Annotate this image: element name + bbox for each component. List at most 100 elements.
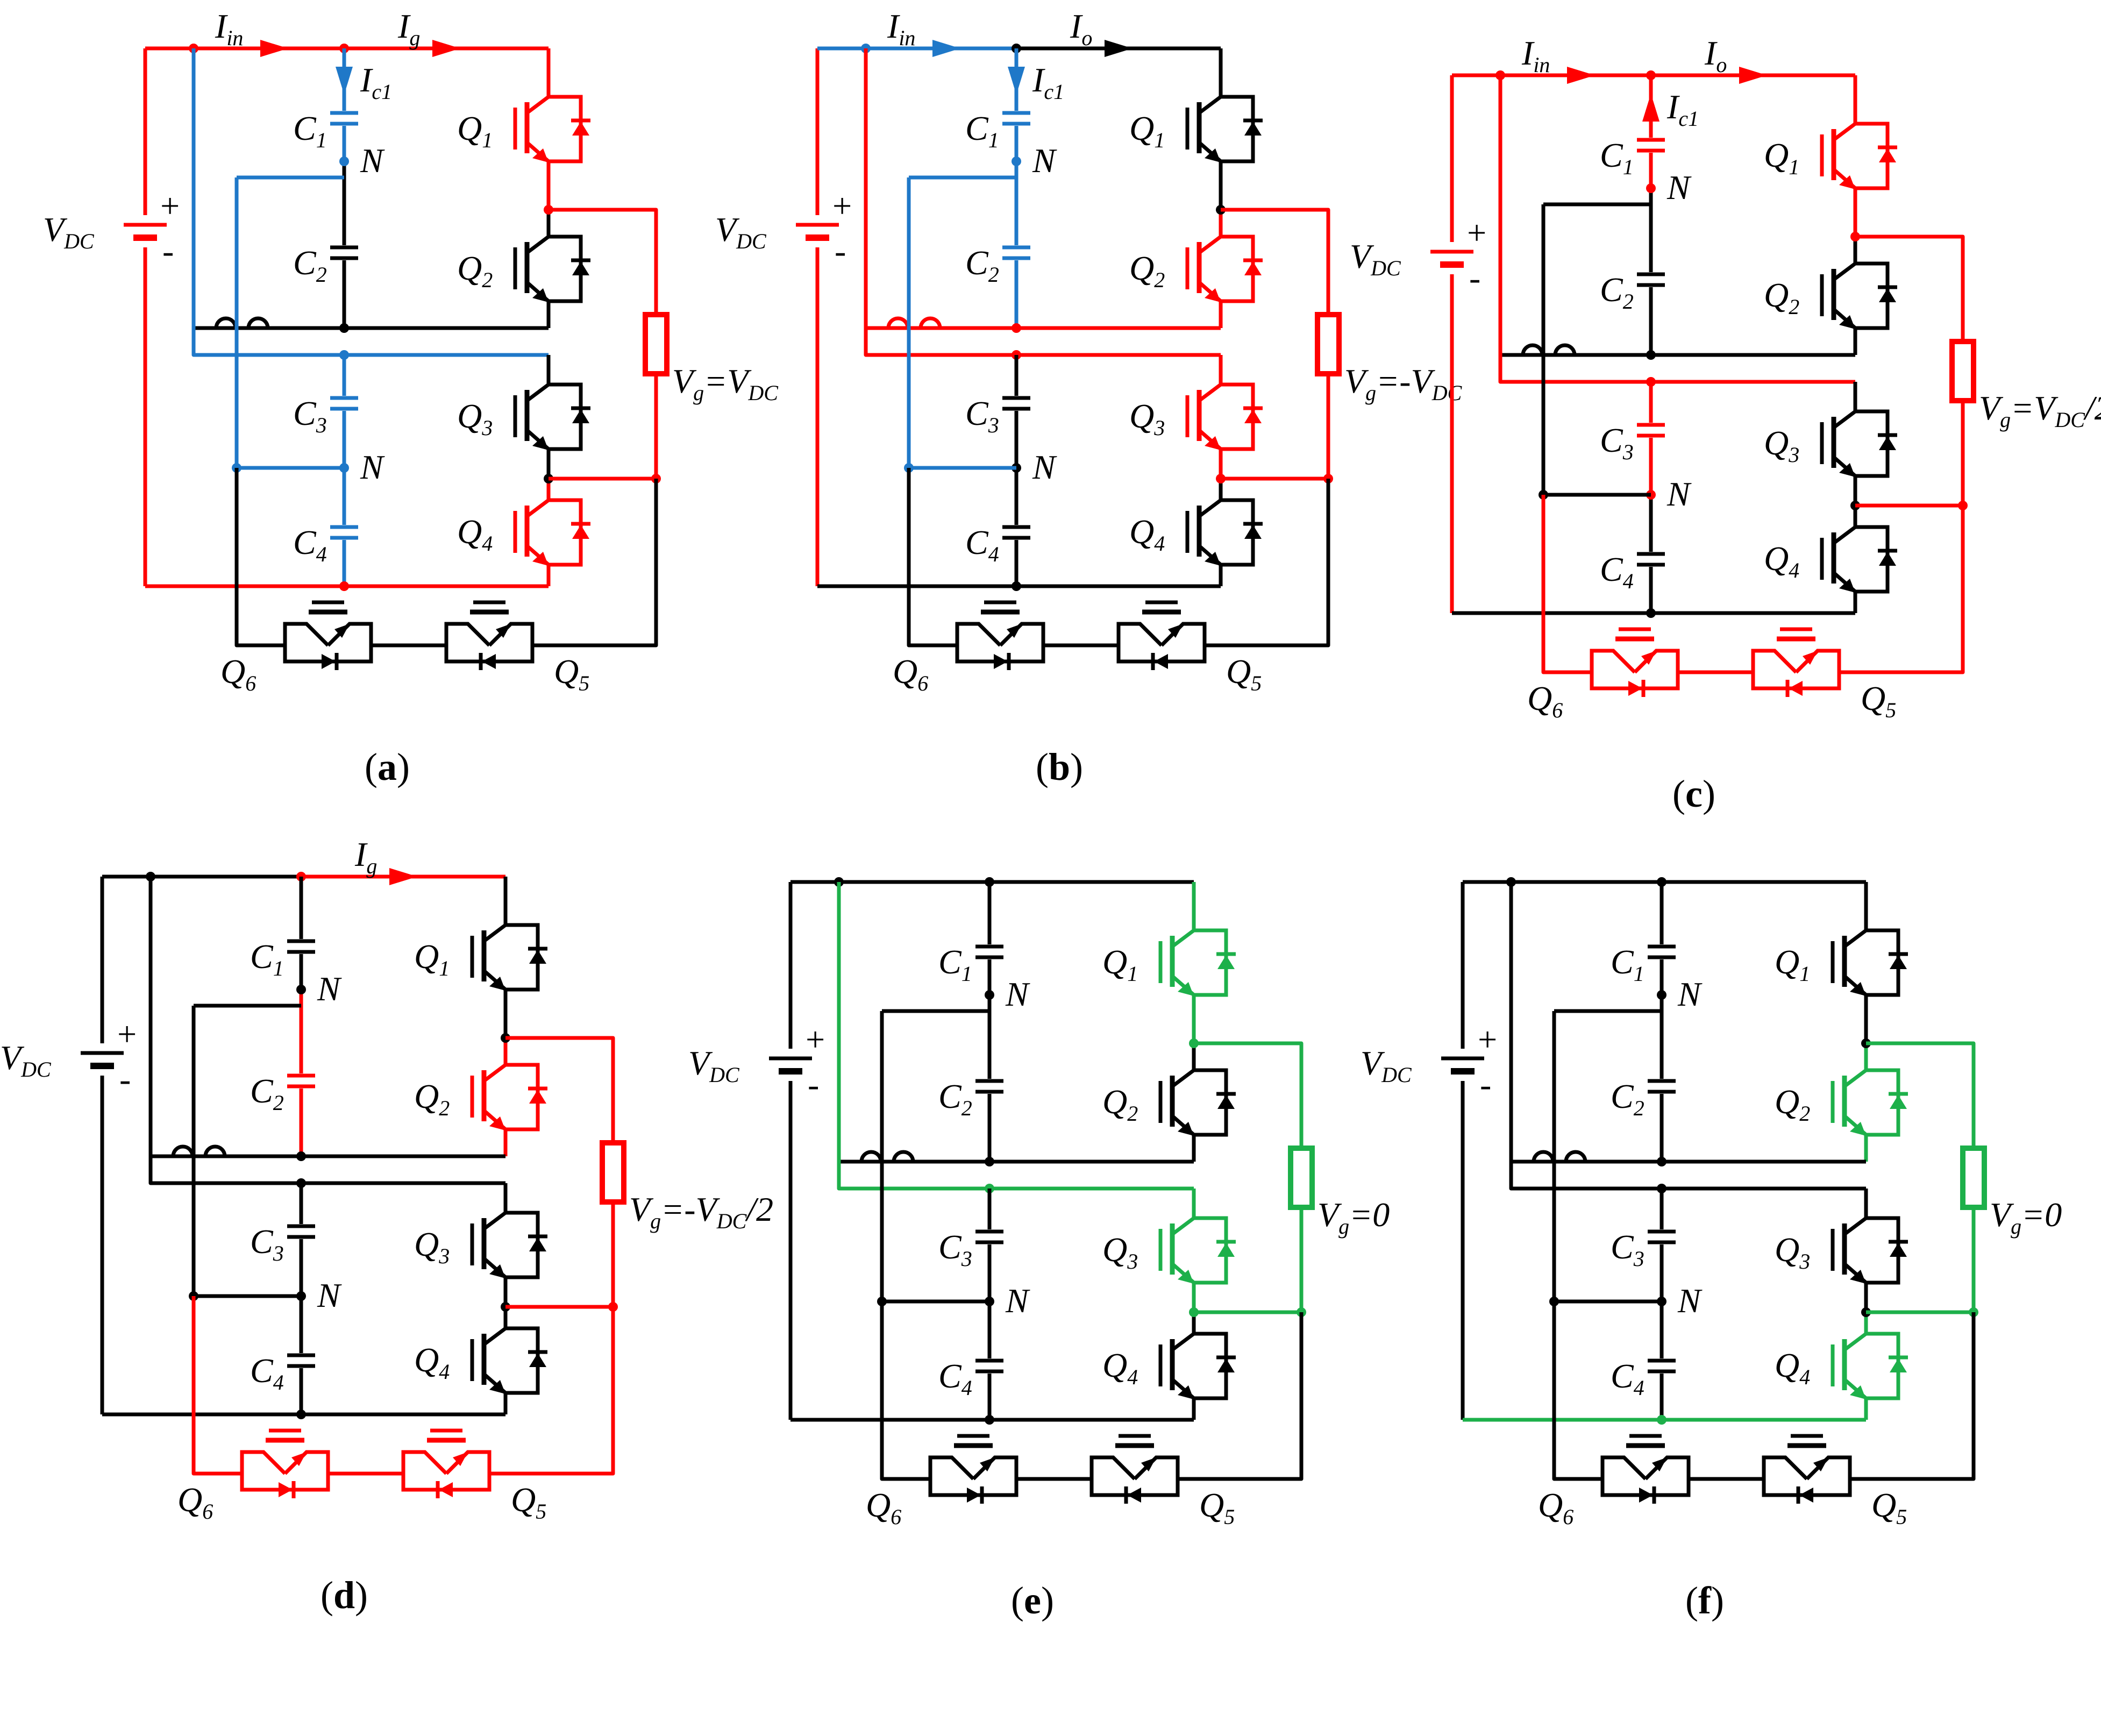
wire — [1552, 1011, 1662, 1304]
igbt-q1: Q1 — [1102, 882, 1236, 1043]
svg-text:Q5: Q5 — [1861, 679, 1896, 722]
svg-text:Q4: Q4 — [414, 1341, 450, 1384]
capacitor-c4: C4 — [938, 1357, 1003, 1400]
igbt-q2: Q2 — [1775, 1043, 1908, 1162]
junction-dot — [1646, 608, 1656, 618]
wire — [234, 177, 344, 470]
wire — [549, 208, 658, 481]
svg-text:C1: C1 — [1600, 136, 1634, 179]
output-current-label: Io — [1070, 7, 1092, 50]
svg-text:+: + — [1476, 1020, 1499, 1058]
current-arrow-icon — [432, 40, 460, 57]
igbt-q3: Q3 — [1764, 382, 1897, 506]
svg-text:C3: C3 — [1600, 421, 1634, 464]
neutral-label-upper: N — [317, 970, 342, 1008]
svg-text:Q1: Q1 — [1129, 109, 1165, 152]
svg-text:Q3: Q3 — [1102, 1230, 1138, 1273]
svg-text:C4: C4 — [250, 1351, 284, 1395]
capacitor-c4: C4 — [250, 1351, 315, 1395]
load-resistor-icon — [1960, 1146, 1987, 1210]
svg-text:C2: C2 — [293, 244, 327, 287]
igbt-q5: Q5 — [1762, 1434, 1907, 1529]
wire — [880, 1011, 989, 1304]
junction-dot — [339, 323, 349, 333]
igbt-q6: Q6 — [220, 600, 373, 695]
svg-text:C3: C3 — [293, 394, 327, 437]
load-resistor-icon — [1288, 1146, 1315, 1210]
svg-text:Q5: Q5 — [1226, 652, 1262, 695]
neutral-label-lower: N — [1666, 475, 1692, 513]
current-arrow-icon — [1008, 67, 1025, 95]
igbt-q2: Q2 — [1764, 237, 1897, 355]
svg-text:C2: C2 — [250, 1072, 284, 1115]
current-arrow-icon — [336, 67, 353, 95]
output-voltage-label: Vg=-VDC — [1344, 362, 1463, 405]
svg-text:Q6: Q6 — [177, 1481, 213, 1524]
neutral-label-upper: N — [1032, 141, 1057, 180]
svg-text:Q5: Q5 — [1199, 1486, 1235, 1529]
dc-source-icon: +-VDC — [1350, 214, 1488, 297]
dc-source-icon: +-VDC — [0, 1015, 138, 1098]
igbt-q3: Q3 — [457, 355, 590, 479]
neutral-label-upper: N — [360, 141, 385, 180]
capacitor-c1: C1 — [293, 109, 358, 152]
svg-text:C4: C4 — [1611, 1357, 1644, 1400]
wire — [1178, 1312, 1304, 1481]
capacitor-c2: C2 — [250, 1072, 315, 1115]
svg-text:VDC: VDC — [715, 210, 767, 253]
igbt-q2: Q2 — [414, 1038, 547, 1156]
igbt-q5: Q5 — [1116, 600, 1262, 695]
wire — [191, 48, 549, 357]
svg-text:-: - — [119, 1060, 131, 1098]
igbt-q6: Q6 — [1538, 1434, 1691, 1529]
panel-caption: (b) — [1036, 745, 1083, 788]
output-current-label: Ig — [354, 835, 377, 878]
wire — [1509, 882, 1866, 1191]
capacitor-c2: C2 — [938, 1077, 1003, 1120]
dc-source-icon: +-VDC — [688, 1020, 827, 1104]
panel-caption: (d) — [321, 1574, 368, 1617]
svg-text:Q4: Q4 — [457, 513, 493, 556]
svg-text:C1: C1 — [293, 109, 327, 152]
wire — [191, 1296, 242, 1476]
svg-text:C3: C3 — [938, 1228, 972, 1271]
svg-text:C4: C4 — [1600, 550, 1634, 593]
igbt-q1: Q1 — [414, 877, 547, 1038]
junction-dot — [339, 581, 349, 591]
svg-text:Q2: Q2 — [1764, 276, 1799, 319]
capacitor-c3: C3 — [965, 394, 1030, 437]
wire — [880, 1301, 930, 1481]
svg-text:Q5: Q5 — [511, 1481, 546, 1524]
igbt-q2: Q2 — [1102, 1043, 1236, 1162]
junction-dot — [1657, 1157, 1666, 1166]
wire — [1194, 1041, 1304, 1314]
svg-text:C2: C2 — [965, 244, 999, 287]
panel-caption: (a) — [365, 745, 410, 788]
svg-text:-: - — [835, 232, 846, 270]
capacitor-c2: C2 — [1611, 1077, 1676, 1120]
current-arrow-icon — [260, 40, 288, 57]
svg-text:-: - — [1469, 259, 1480, 297]
svg-text:VDC: VDC — [1350, 237, 1401, 280]
igbt-q1: Q1 — [457, 48, 590, 210]
svg-text:C3: C3 — [965, 394, 999, 437]
dc-source-icon: +-VDC — [715, 187, 853, 270]
igbt-q6: Q6 — [177, 1428, 330, 1524]
wire — [1498, 75, 1855, 384]
capacitor-c1: C1 — [965, 109, 1030, 152]
capacitor-c3: C3 — [293, 394, 358, 437]
svg-text:Q6: Q6 — [1538, 1486, 1573, 1529]
capacitor-c3: C3 — [938, 1228, 1003, 1271]
igbt-q4: Q4 — [1102, 1312, 1236, 1420]
wire — [148, 877, 505, 1185]
svg-text:VDC: VDC — [1361, 1044, 1412, 1087]
svg-text:C4: C4 — [293, 523, 327, 566]
dc-source-icon: +-VDC — [43, 187, 181, 270]
igbt-q3: Q3 — [414, 1183, 547, 1307]
current-arrow-icon — [389, 868, 417, 885]
svg-text:-: - — [162, 232, 174, 270]
igbt-q5: Q5 — [1089, 1434, 1235, 1529]
capacitor-current-label: Ic1 — [1666, 88, 1699, 131]
neutral-label-lower: N — [1005, 1282, 1030, 1320]
